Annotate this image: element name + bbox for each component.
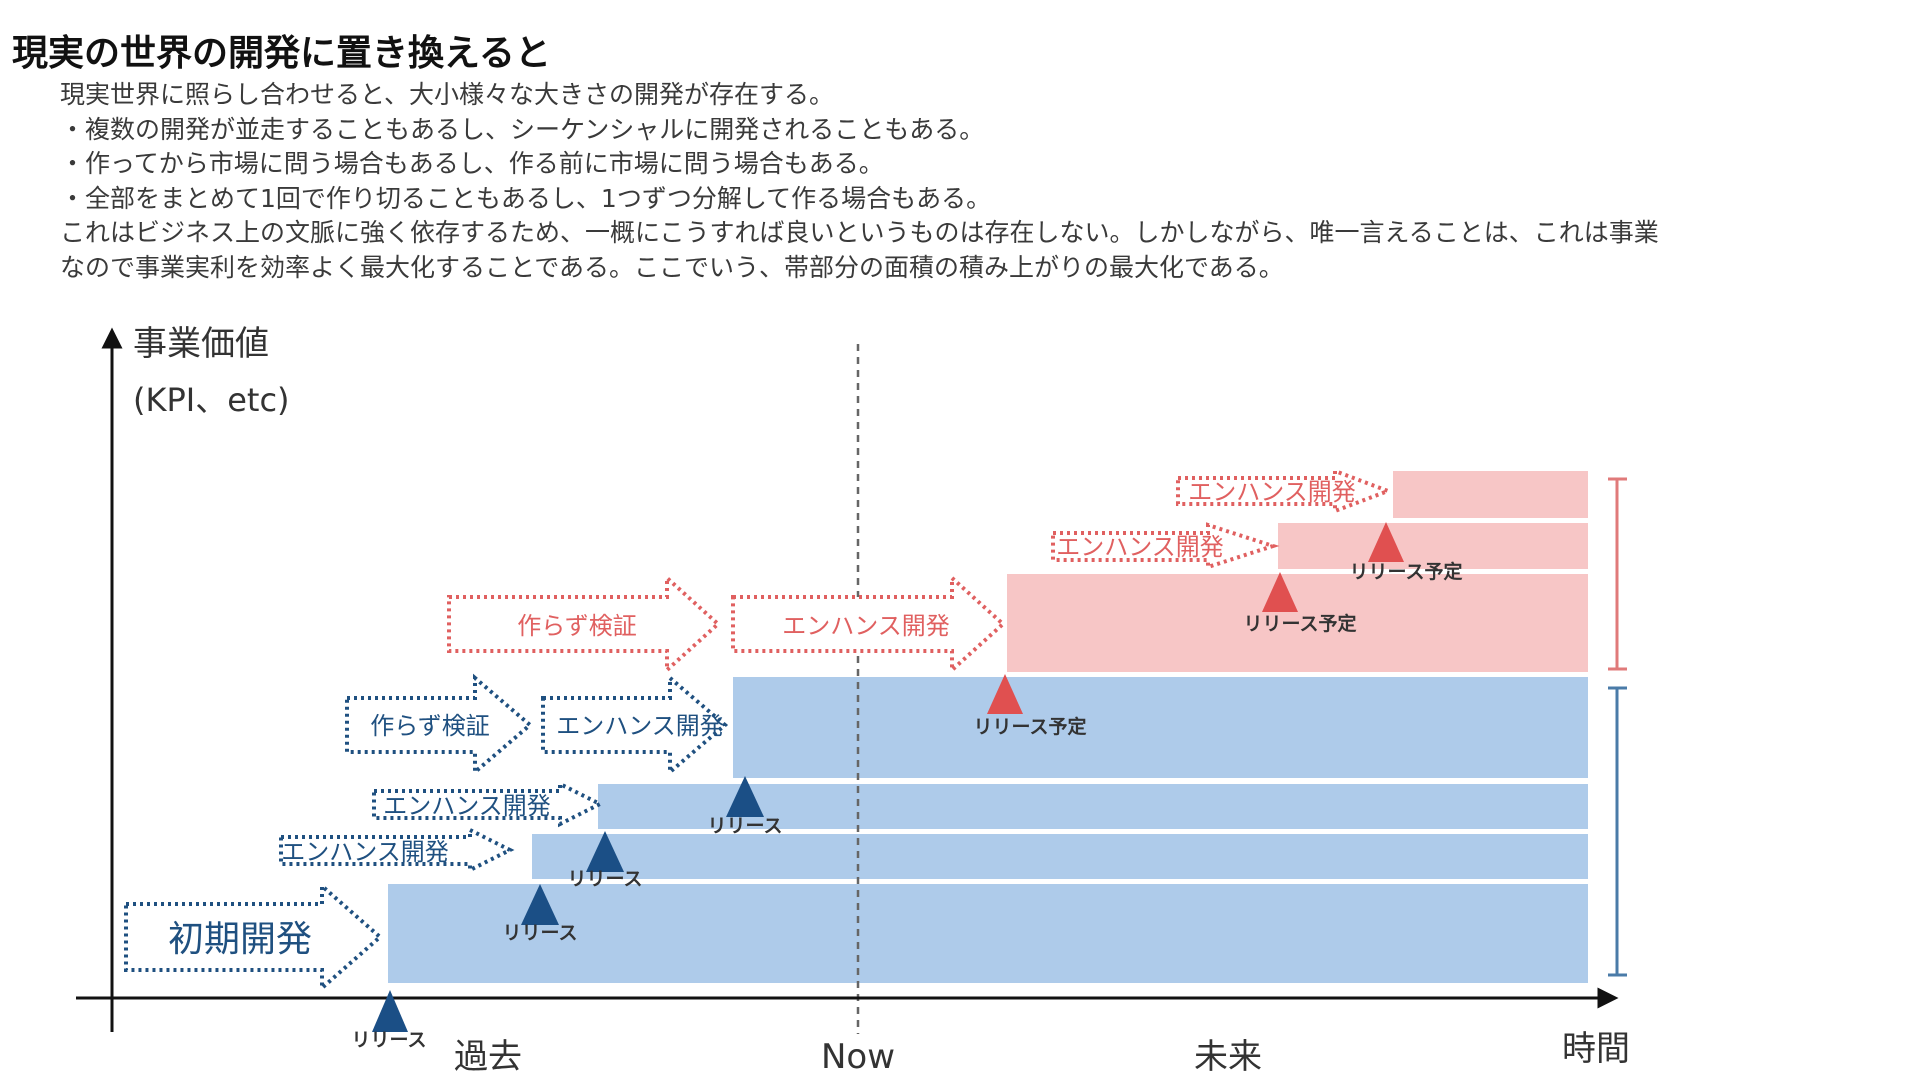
planned-band-3 bbox=[1393, 471, 1588, 518]
release-marker-4 bbox=[726, 776, 764, 817]
value-band-enhance-1 bbox=[532, 834, 1588, 879]
arrow-label-verify-plan: 作らず検証 bbox=[517, 612, 637, 640]
arrow-label-enhance-plan-3: エンハンス開発 bbox=[1188, 478, 1356, 506]
arrow-enhance-plan-2 bbox=[1051, 522, 1280, 570]
release-label-1: リリース bbox=[351, 1029, 426, 1051]
body-line: これはビジネス上の文脈に強く依存するため、一概にこうすれば良いというものは存在し… bbox=[60, 218, 1659, 248]
arrow-verify-past bbox=[345, 673, 534, 777]
arrow-label-enhance-1: エンハンス開発 bbox=[281, 838, 449, 866]
planned-label-3: リリース予定 bbox=[1349, 560, 1462, 583]
release-marker-2 bbox=[521, 884, 559, 925]
y-axis-label-line2: (KPI、etc) bbox=[133, 381, 290, 419]
arrow-enhance-3 bbox=[541, 673, 729, 777]
body-line: ・複数の開発が並走することもあるし、シーケンシャルに開発されることもある。 bbox=[60, 114, 985, 144]
slide-title: 現実の世界の開発に置き換えると bbox=[12, 33, 551, 74]
arrow-enhance-2 bbox=[372, 780, 605, 828]
value-band-enhance-2 bbox=[598, 784, 1588, 829]
value-band-initial bbox=[388, 884, 1588, 983]
planned-band-1 bbox=[1007, 574, 1588, 672]
arrow-enhance-plan-1 bbox=[731, 573, 1006, 675]
value-band-enhance-3 bbox=[733, 677, 1588, 778]
planned-marker-3 bbox=[1368, 522, 1404, 562]
arrow-enhance-plan-3 bbox=[1176, 468, 1394, 514]
release-label-2: リリース bbox=[502, 922, 577, 944]
arrow-verify-plan bbox=[447, 573, 721, 675]
release-marker-3 bbox=[586, 831, 624, 872]
body-line: 現実世界に照らし合わせると、大小様々な大きさの開発が存在する。 bbox=[60, 80, 835, 109]
y-axis-label-line1: 事業価値 bbox=[133, 324, 269, 364]
arrow-label-enhance-3: エンハンス開発 bbox=[556, 712, 724, 740]
body-text: 現実世界に照らし合わせると、大小様々な大きさの開発が存在する。 ・複数の開発が並… bbox=[60, 78, 1880, 286]
planned-band-2 bbox=[1278, 523, 1588, 569]
body-line: なので事業実利を効率よく最大化することである。ここでいう、帯部分の面積の積み上が… bbox=[60, 252, 1284, 282]
time-label-past: 過去 bbox=[454, 1037, 522, 1077]
planned-marker-2 bbox=[1262, 572, 1298, 612]
time-label-future: 未来 bbox=[1194, 1037, 1262, 1077]
release-marker-1 bbox=[372, 990, 408, 1032]
body-line: ・作ってから市場に問う場合もあるし、作る前に市場に問う場合もある。 bbox=[60, 149, 884, 179]
arrow-label-enhance-2: エンハンス開発 bbox=[383, 792, 551, 820]
arrow-label-initial: 初期開発 bbox=[168, 919, 312, 960]
arrow-label-enhance-plan-2: エンハンス開発 bbox=[1056, 533, 1224, 561]
time-label-now: Now bbox=[821, 1037, 895, 1077]
release-label-3: リリース bbox=[567, 868, 642, 890]
arrow-initial bbox=[124, 881, 384, 993]
arrow-label-verify-past: 作らず検証 bbox=[370, 712, 490, 740]
release-label-4: リリース bbox=[707, 815, 782, 837]
planned-label-2: リリース予定 bbox=[1243, 612, 1356, 635]
arrow-label-enhance-plan-1: エンハンス開発 bbox=[782, 612, 950, 640]
planned-marker-1 bbox=[987, 674, 1023, 714]
body-line: ・全部をまとめて1回で作り切ることもあるし、1つずつ分解して作る場合もある。 bbox=[60, 183, 992, 213]
planned-range-bracket bbox=[1608, 477, 1627, 671]
realized-range-bracket bbox=[1608, 686, 1627, 977]
x-axis-label: 時間 bbox=[1562, 1029, 1630, 1069]
arrow-enhance-1 bbox=[279, 826, 515, 874]
planned-label-1: リリース予定 bbox=[973, 715, 1086, 738]
